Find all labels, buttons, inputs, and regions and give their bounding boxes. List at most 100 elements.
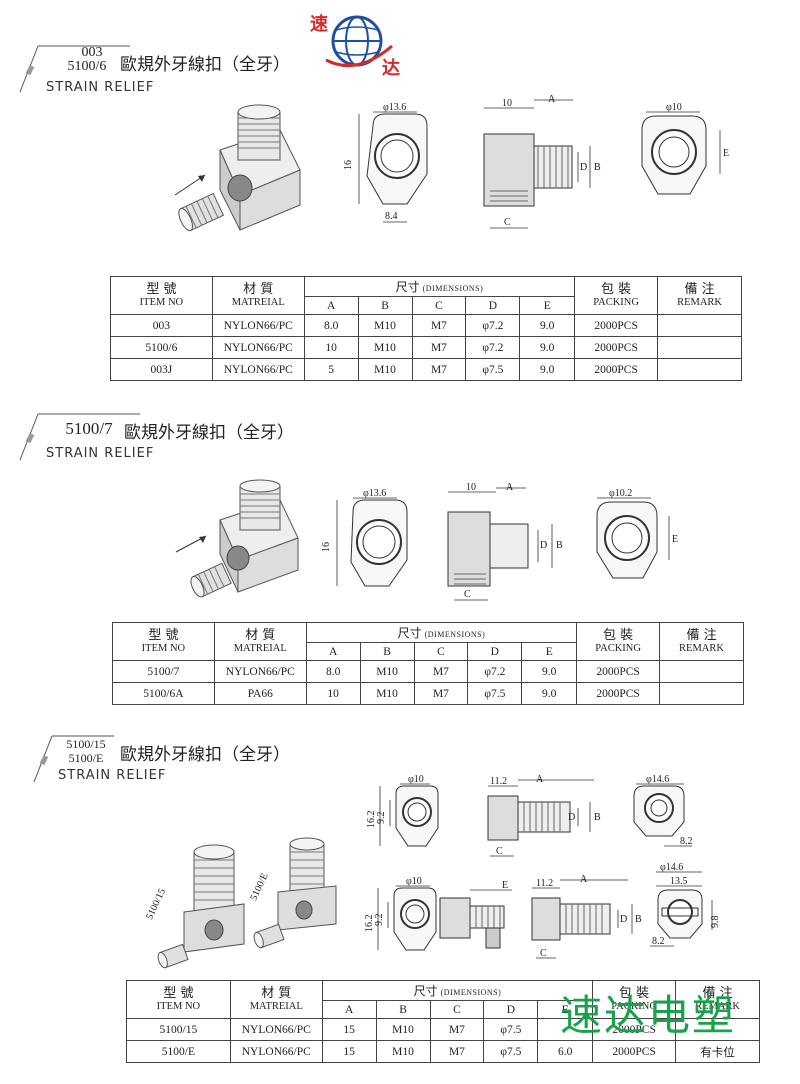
cell: NYLON66/PC	[229, 1018, 323, 1041]
cell: M10	[375, 1040, 431, 1063]
s1-dim-c: C	[504, 217, 511, 228]
section-1-drawing-right: φ10 E	[641, 102, 729, 195]
s3-dim-e-3d: E	[502, 880, 508, 891]
s3-d2-inner: 9.2	[374, 914, 385, 927]
s3-dim-d1: D	[568, 812, 575, 823]
cell: NYLON66/PC	[211, 336, 305, 359]
s2-col-c: C	[413, 642, 469, 661]
s3-d1-top: φ10	[408, 774, 424, 785]
s1-dim-side-top: 10	[502, 98, 512, 109]
s1-col-a: A	[303, 296, 359, 315]
section-2-title: 歐規外牙線扣（全牙）	[124, 423, 294, 443]
s2-col-b: B	[359, 642, 415, 661]
cell: 5100/6A	[112, 682, 215, 705]
section-3-drawing-side-2: 11.2 A B D C	[531, 874, 642, 959]
cell: 8.0	[305, 660, 361, 683]
cell: φ7.2	[465, 336, 521, 359]
s3-col-a: A	[321, 1000, 377, 1019]
section-1-code-2: 5100/6	[67, 59, 107, 74]
cell: NYLON66/PC	[229, 1040, 323, 1063]
s2-col-a: A	[305, 642, 361, 661]
cell: 5100/15	[126, 1018, 231, 1041]
cell: 5100/6	[110, 336, 213, 359]
cell	[657, 358, 742, 381]
section-2-drawing-front: φ13.6 16	[321, 488, 408, 587]
logo-char-bottom: 达	[382, 58, 400, 79]
cell: M7	[413, 682, 469, 705]
logo-char-top: 速	[310, 14, 328, 35]
section-3-drawing-front-2: φ10 16.2 9.2	[364, 876, 437, 951]
s2-dim-left-h: 16	[321, 542, 332, 552]
cell: 003J	[110, 358, 213, 381]
cell: 2000PCS	[592, 1040, 677, 1063]
cell: 2000PCS	[574, 336, 659, 359]
cell: φ7.5	[467, 682, 523, 705]
section-3-subtitle: STRAIN RELIEF	[58, 768, 167, 783]
cell: M7	[429, 1018, 485, 1041]
s3-dim-d2: D	[620, 914, 627, 925]
section-3-title: 歐規外牙線扣（全牙）	[120, 745, 290, 765]
cell: 5	[303, 358, 359, 381]
globe-icon	[325, 15, 393, 68]
cell: 6.0	[537, 1040, 594, 1063]
s3-side2-top: 11.2	[536, 878, 553, 889]
cell: NYLON66/PC	[211, 358, 305, 381]
section-2-tab	[19, 413, 140, 461]
s1-col-c: C	[411, 296, 467, 315]
section-3-code-2: 5100/E	[68, 751, 104, 765]
section-3-drawing-3d-e: E	[439, 880, 512, 949]
s1-col-d: D	[465, 296, 521, 315]
s2-dim-side-top: 10	[466, 482, 476, 493]
s2-dim-b: B	[556, 540, 563, 551]
s1-dim-a: A	[548, 94, 556, 105]
cell: M7	[411, 314, 467, 337]
cell: M10	[359, 682, 415, 705]
s3-r1-bot: 8.2	[680, 836, 693, 847]
s3-d1-inner: 9.2	[376, 812, 387, 825]
cell: 9.0	[519, 314, 576, 337]
section-3-drawing-right-2: φ14.6 13.5 9.8 8.2	[650, 862, 721, 947]
cell	[659, 660, 744, 683]
s3-side1-top: 11.2	[490, 776, 507, 787]
cell: 15	[321, 1018, 377, 1041]
s1-col-e: E	[519, 296, 576, 315]
cell: M10	[357, 314, 413, 337]
cell: φ7.2	[467, 660, 523, 683]
s1-col-b: B	[357, 296, 413, 315]
s2-dim-right-top: φ10.2	[609, 488, 632, 499]
s1-dim-e: E	[723, 148, 729, 159]
cell: 9.0	[519, 358, 576, 381]
section-3-drawing-side-1: 11.2 A B D C	[487, 774, 601, 857]
cell	[657, 336, 742, 359]
section-1-code-1: 003	[81, 45, 103, 60]
cell: NYLON66/PC	[211, 314, 305, 337]
cell: 9.0	[519, 336, 576, 359]
s1-dim-left-h: 16	[343, 160, 354, 170]
s3-dim-b2: B	[635, 914, 642, 925]
cell: φ7.5	[483, 1040, 539, 1063]
s3-h-dimensions: 尺寸 (DIMENSIONS)	[321, 980, 594, 1001]
s2-dim-top-left: φ13.6	[363, 488, 386, 499]
cell: 9.0	[521, 682, 578, 705]
cell: φ7.2	[465, 314, 521, 337]
cell: M10	[357, 358, 413, 381]
cell: 2000PCS	[574, 314, 659, 337]
cell: 15	[321, 1040, 377, 1063]
section-3-code-1: 5100/15	[66, 737, 106, 751]
s3-dim-c1: C	[496, 846, 503, 857]
s1-dim-bottom: 8.4	[385, 211, 398, 222]
s1-dim-b: B	[594, 162, 601, 173]
s1-dim-top-left: φ13.6	[383, 102, 406, 113]
